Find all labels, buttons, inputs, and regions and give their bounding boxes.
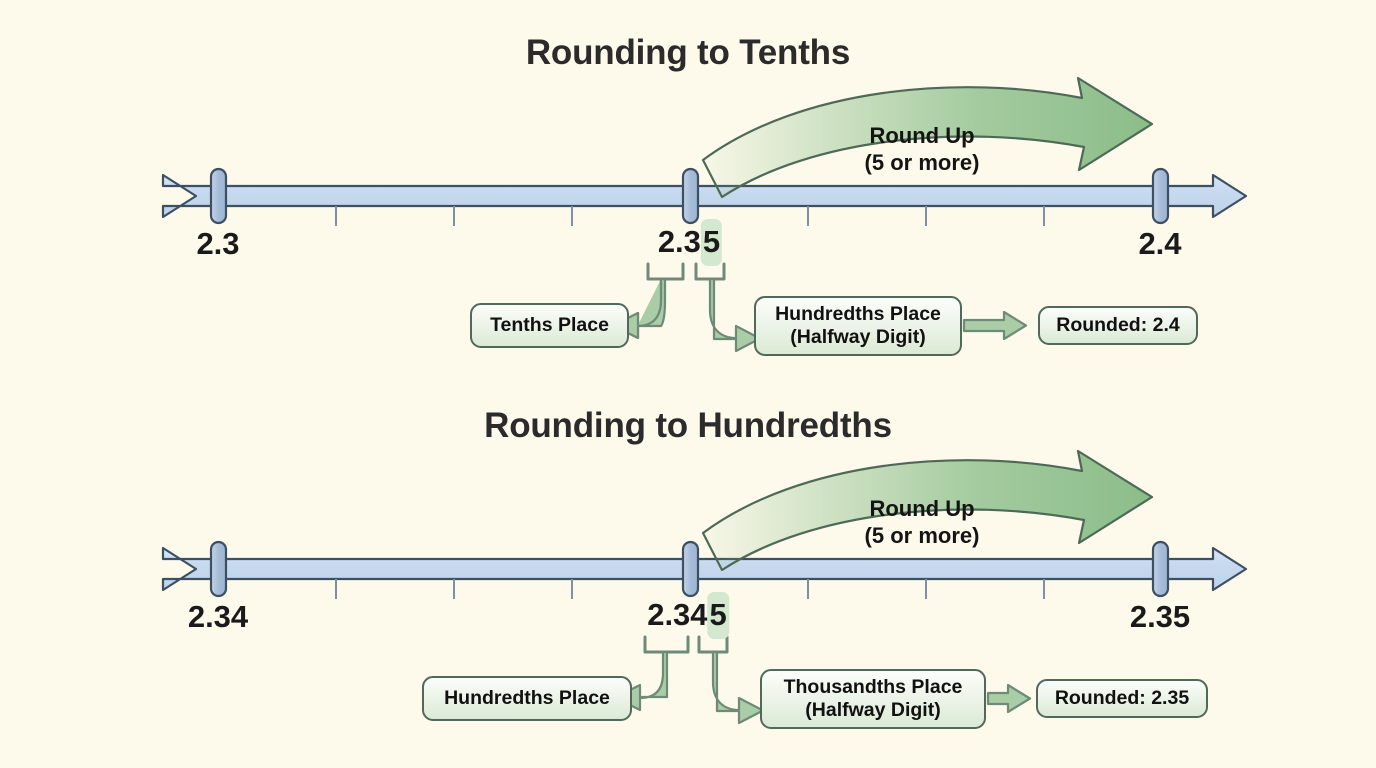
number-line-right-label-tenths: 2.4 xyxy=(1138,226,1182,261)
hundredths-place-box-line2: (Halfway Digit) xyxy=(790,326,926,348)
halfway-digit-highlight-tenths: 5 xyxy=(700,219,723,266)
hundredths-place-box[interactable]: Hundredths Place (Halfway Digit) xyxy=(754,296,962,356)
middle-to-result-arrow-tenths xyxy=(962,310,1028,341)
thousandths-place-box-line2: (Halfway Digit) xyxy=(805,699,941,721)
round-up-note-tenths: Round Up (5 or more) xyxy=(865,123,980,177)
round-up-curved-arrow-hundredths xyxy=(701,449,1154,572)
major-marker-center-tenths xyxy=(681,167,700,225)
number-line-bar-hundredths xyxy=(161,546,1248,592)
minor-ticks-hundredths xyxy=(335,579,1045,599)
number-line-bar-tenths xyxy=(161,173,1248,219)
bracket-to-hundredths-box-arrow xyxy=(708,277,762,353)
major-marker-right-tenths xyxy=(1151,167,1170,225)
round-up-line1-hundredths: Round Up xyxy=(869,496,975,521)
round-up-note-hundredths: Round Up (5 or more) xyxy=(865,496,980,550)
rounded-result-box-tenths[interactable]: Rounded: 2.4 xyxy=(1038,306,1198,345)
section-title-tenths: Rounding to Tenths xyxy=(525,33,851,72)
major-marker-left-hundredths xyxy=(209,540,228,598)
bracket-to-thousandths-box-arrow xyxy=(711,650,765,725)
thousandths-place-box-line1: Thousandths Place xyxy=(783,676,963,699)
center-label-prefix-tenths: 2.3 xyxy=(657,224,701,259)
major-marker-center-hundredths xyxy=(681,540,700,598)
place-value-brackets-hundredths xyxy=(643,635,729,654)
round-up-line1-tenths: Round Up xyxy=(869,123,975,148)
rounded-result-box-hundredths[interactable]: Rounded: 2.35 xyxy=(1036,679,1208,718)
hundredths-place-box-2[interactable]: Hundredths Place xyxy=(422,676,632,721)
halfway-digit-highlight-hundredths: 5 xyxy=(707,592,729,639)
major-marker-left-tenths xyxy=(209,167,228,225)
number-line-left-label-hundredths: 2.34 xyxy=(187,599,249,634)
round-up-line2-hundredths: (5 or more) xyxy=(864,522,980,548)
thousandths-place-box[interactable]: Thousandths Place (Halfway Digit) xyxy=(760,669,986,729)
round-up-curved-arrow-tenths xyxy=(701,76,1154,199)
number-line-hundredths xyxy=(161,540,1248,599)
place-value-brackets-tenths xyxy=(646,262,726,281)
minor-ticks-tenths xyxy=(335,206,1045,226)
hundredths-place-box-line1: Hundredths Place xyxy=(775,303,941,326)
major-marker-right-hundredths xyxy=(1151,540,1170,598)
section-title-hundredths: Rounding to Hundredths xyxy=(484,406,892,445)
center-label-prefix-hundredths: 2.34 xyxy=(647,597,708,632)
number-line-right-label-hundredths: 2.35 xyxy=(1129,599,1191,634)
round-up-line2-tenths: (5 or more) xyxy=(864,149,980,175)
number-line-center-label-tenths: 2.35 xyxy=(657,219,723,266)
number-line-left-label-tenths: 2.3 xyxy=(196,226,240,261)
number-line-center-label-hundredths: 2.345 xyxy=(647,592,729,639)
middle-to-result-arrow-hundredths xyxy=(986,683,1032,714)
number-line-tenths xyxy=(161,167,1248,226)
tenths-place-box[interactable]: Tenths Place xyxy=(470,303,629,348)
